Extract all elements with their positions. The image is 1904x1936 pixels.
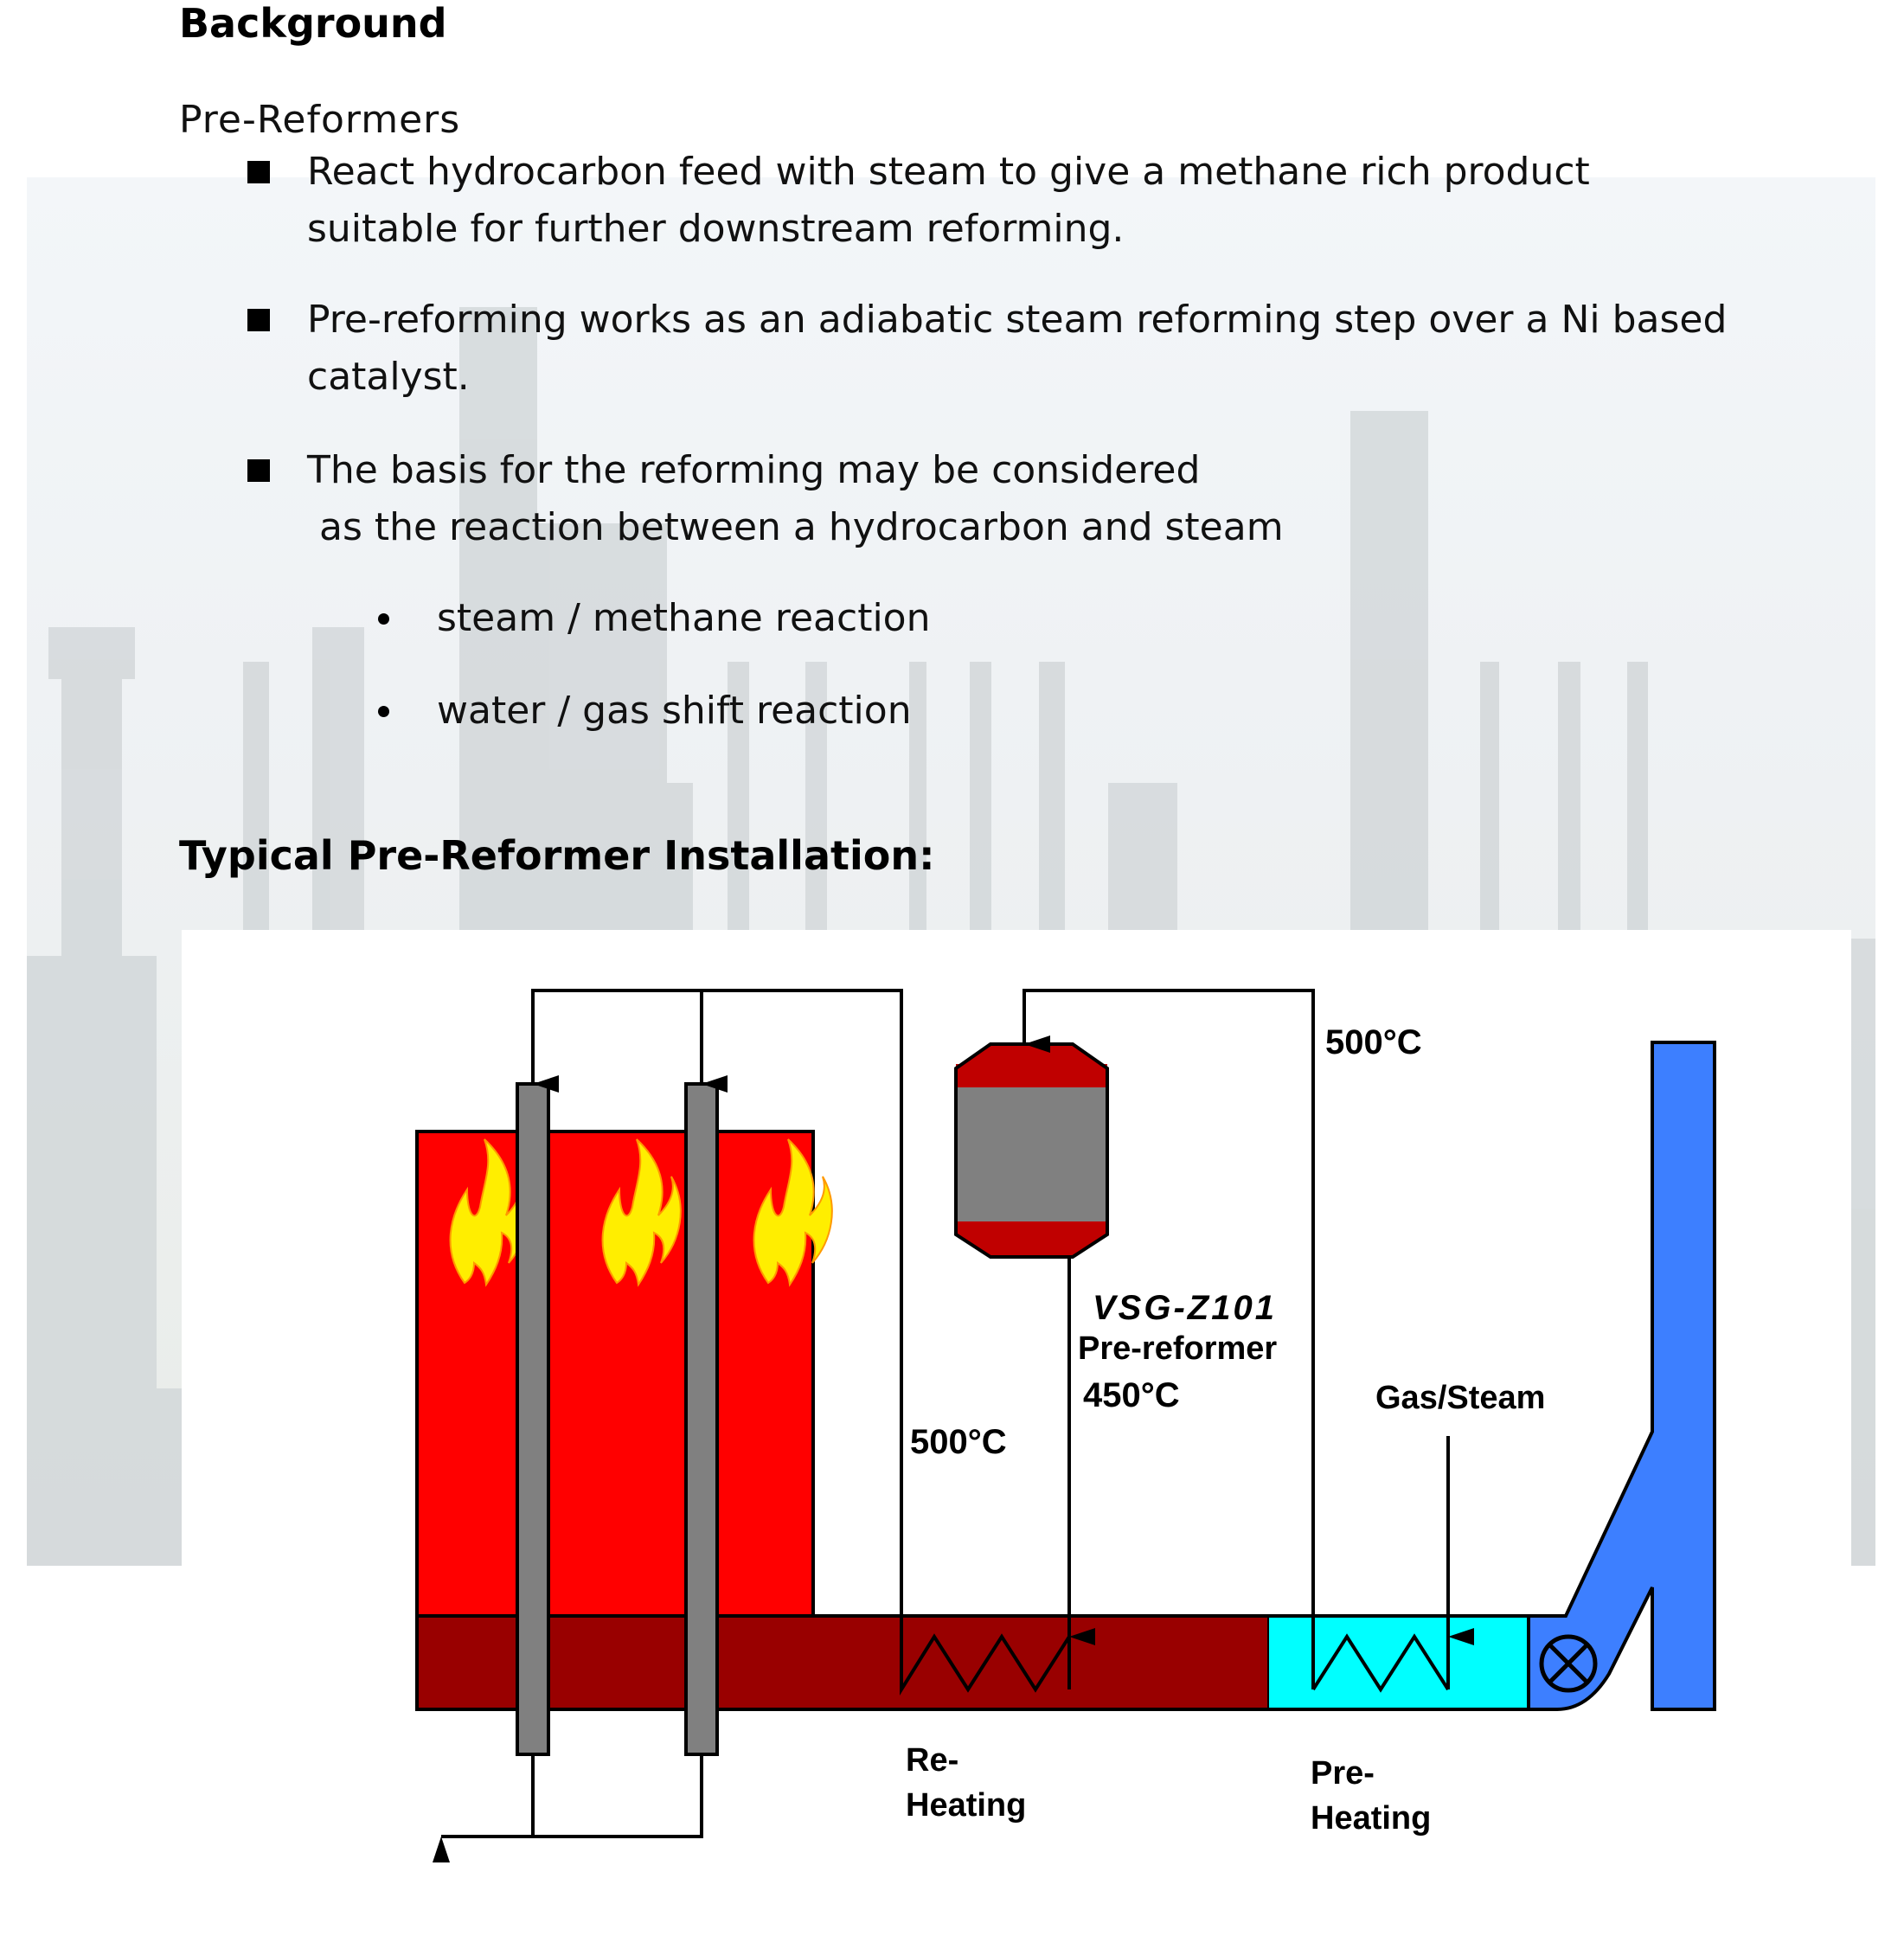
process-flow-svg: 500°C 500°C VSG-Z101 Pre-reformer 450°C … [415, 989, 1716, 1862]
bullet-1-line-2: suitable for further downstream reformin… [307, 207, 1125, 251]
round-bullet-icon [378, 706, 389, 717]
preheating-label-1: Pre- [1311, 1755, 1375, 1792]
preheating-coil [1311, 1633, 1450, 1693]
text-content: Background Pre-Reformers React hydrocarb… [0, 0, 1904, 917]
temp-label-top: 500°C [1325, 1023, 1422, 1061]
feed-line-to-tube-1 [531, 989, 903, 1605]
bullet-item-1: React hydrocarbon feed with steam to giv… [307, 144, 1590, 258]
reheating-label-1: Re- [906, 1742, 958, 1779]
bullet-3-line-2: as the reaction between a hydrocarbon an… [307, 505, 1284, 549]
round-bullet-icon [378, 613, 389, 625]
vessel-temp: 450°C [1083, 1376, 1180, 1414]
section-title: Background [179, 0, 447, 47]
pre-reformer-diagram: 500°C 500°C VSG-Z101 Pre-reformer 450°C … [182, 930, 1851, 1907]
vessel-name: Pre-reformer [1078, 1330, 1277, 1367]
reheating-label-2: Heating [906, 1787, 1026, 1824]
pre-reformer-vessel [954, 1042, 1109, 1259]
bullet-item-3: The basis for the reforming may be consi… [307, 442, 1284, 556]
flame-icon [601, 1138, 682, 1287]
convection-duct [415, 1614, 1271, 1711]
sub-bullet-2: water / gas shift reaction [437, 689, 912, 733]
reformer-tube-2 [684, 1082, 719, 1756]
outlet-header [531, 1754, 703, 1838]
bullet-1-line-1: React hydrocarbon feed with steam to giv… [307, 150, 1590, 194]
square-bullet-icon [247, 309, 270, 331]
flue-stack [1527, 1041, 1716, 1711]
installation-title: Typical Pre-Reformer Installation: [179, 832, 935, 879]
reformer-tube-1 [516, 1082, 550, 1756]
bullet-3-line-1: The basis for the reforming may be consi… [307, 448, 1201, 492]
vessel-tag: VSG-Z101 [1093, 1289, 1277, 1327]
preheat-outlet-line [1023, 989, 1315, 1616]
bullet-2-line-2: catalyst. [307, 355, 470, 399]
reheating-coil [900, 1605, 1071, 1696]
gas-steam-label: Gas/Steam [1375, 1380, 1545, 1416]
subtitle: Pre-Reformers [179, 98, 461, 142]
preheating-label-2: Heating [1311, 1800, 1431, 1837]
square-bullet-icon [247, 459, 270, 482]
fan-icon [1539, 1634, 1598, 1693]
sub-bullet-1: steam / methane reaction [437, 596, 931, 640]
bullet-2-line-1: Pre-reforming works as an adiabatic stea… [307, 298, 1728, 342]
square-bullet-icon [247, 161, 270, 183]
bullet-item-2: Pre-reforming works as an adiabatic stea… [307, 292, 1727, 406]
temp-label-mid: 500°C [910, 1423, 1007, 1461]
flame-icon [753, 1138, 833, 1287]
